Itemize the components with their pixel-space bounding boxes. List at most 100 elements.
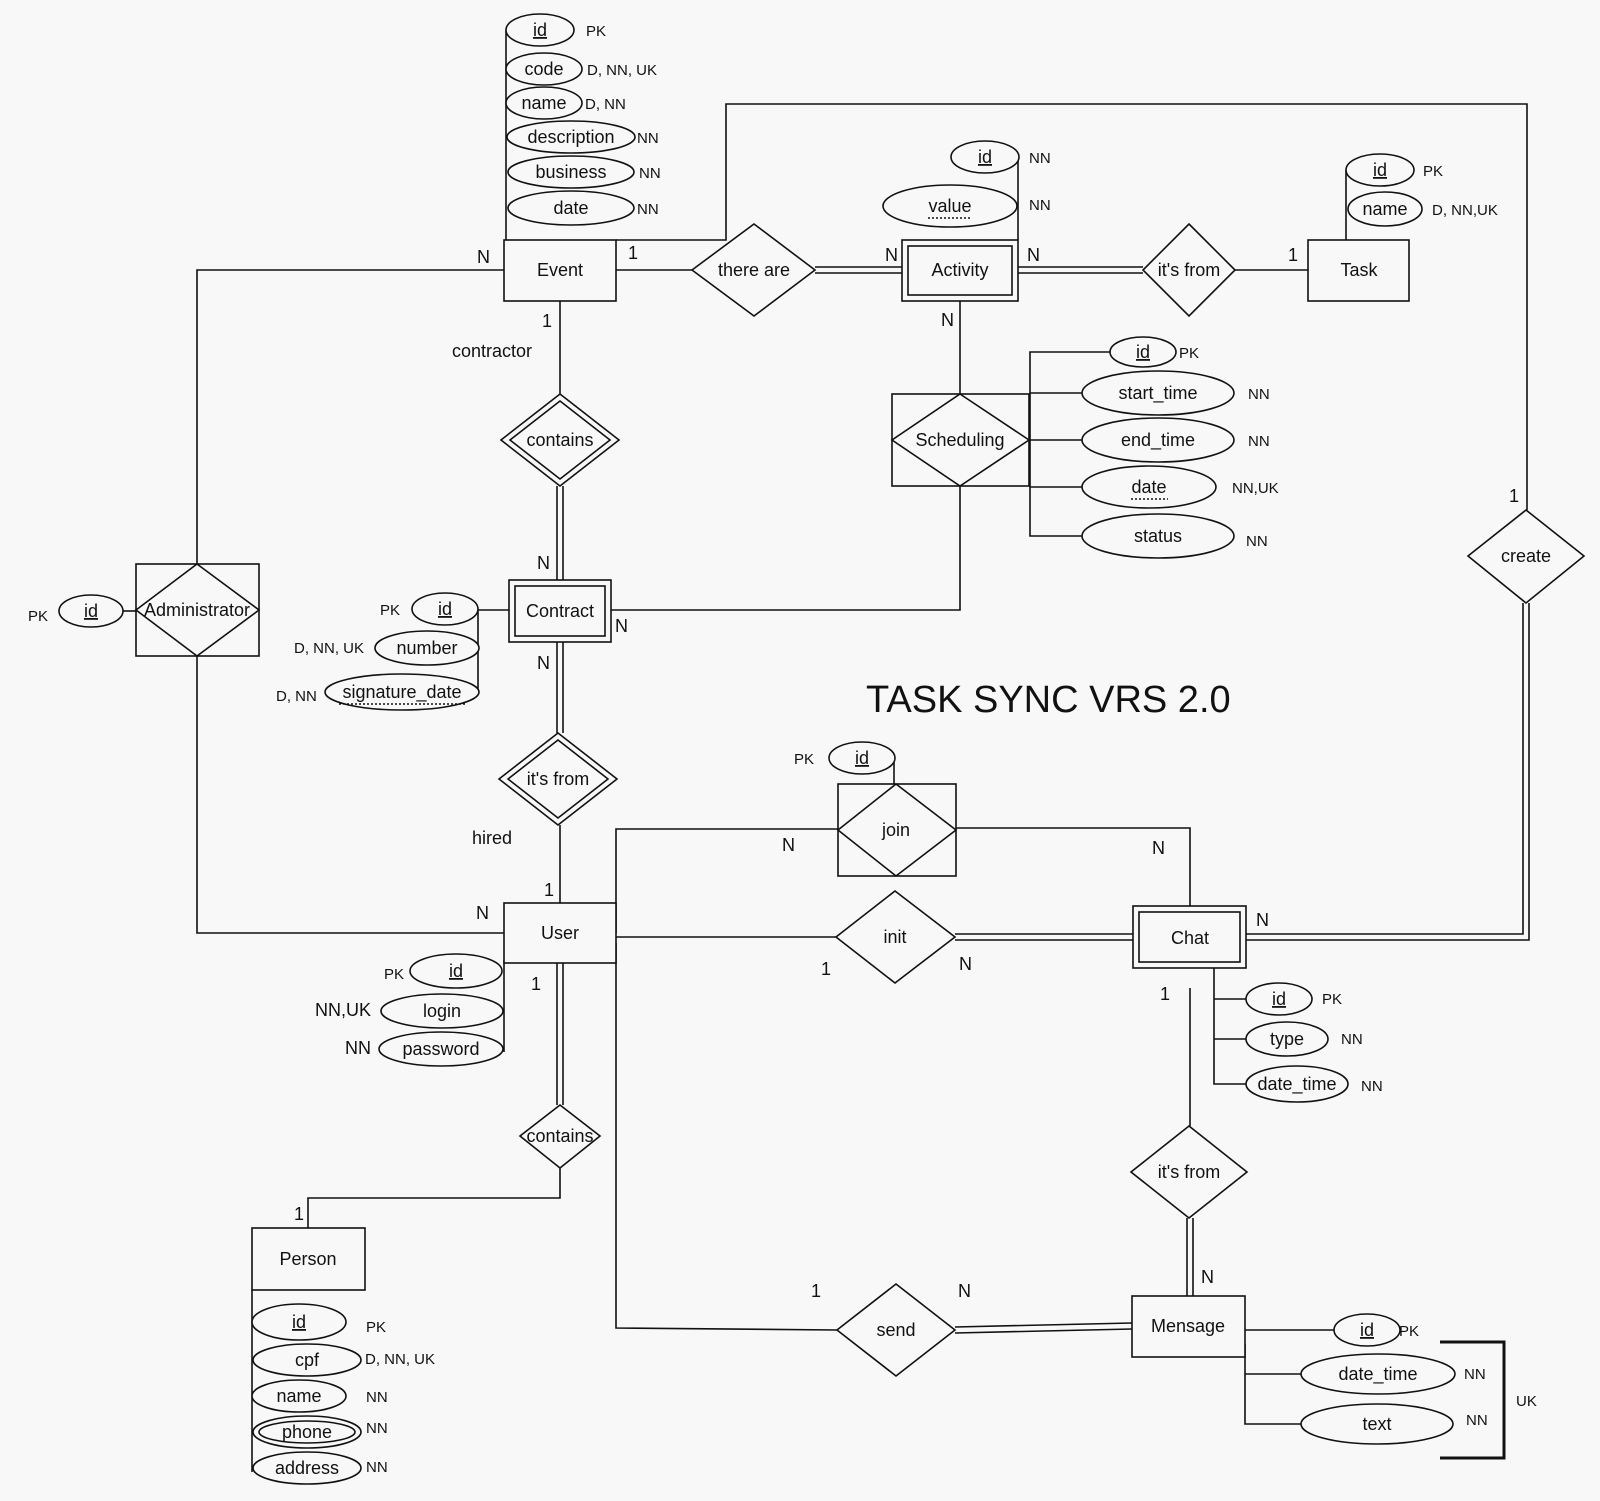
cardinality-label: 1 (531, 974, 541, 994)
cardinality-label: 1 (544, 880, 554, 900)
entity-label: Activity (931, 260, 988, 280)
entity-mensage: Mensage (1131, 1295, 1246, 1358)
role-label-hired: hired (472, 828, 512, 848)
entity-label: Mensage (1151, 1316, 1225, 1336)
attribute-name: date (1131, 477, 1166, 497)
relationship-its-from-chat: it's from (1129, 1124, 1249, 1220)
attribute-name: date_time (1338, 1364, 1417, 1385)
join-attributes: id PK (794, 741, 896, 775)
cardinality-label: N (1256, 910, 1269, 930)
attribute-name: password (402, 1039, 479, 1059)
entity-label: Event (537, 260, 583, 280)
cardinality-labels: 1 N N 1 N 1 N N N 1 N N N N 1 N N 1 1 1 … (294, 243, 1519, 1301)
attribute-constraint: NN (1246, 533, 1268, 550)
relationship-create: create (1466, 508, 1586, 605)
cardinality-label: 1 (811, 1281, 821, 1301)
relationship-label: it's from (1158, 1162, 1220, 1182)
cardinality-label: 1 (1288, 245, 1298, 265)
entity-label: Task (1340, 260, 1378, 280)
entity-label: Contract (526, 601, 594, 621)
attribute-name: business (535, 162, 606, 182)
attribute-constraint: PK (1322, 991, 1342, 1008)
attribute-constraint: NN (1466, 1412, 1488, 1429)
attribute-name: description (527, 127, 614, 147)
cardinality-label: 1 (628, 243, 638, 263)
attribute-name: address (275, 1458, 339, 1478)
attribute-constraint: PK (366, 1319, 386, 1336)
attribute-name: type (1270, 1029, 1304, 1049)
attribute-constraint: PK (1423, 163, 1443, 180)
entity-label: Person (279, 1249, 336, 1269)
cardinality-label: N (477, 247, 490, 267)
attribute-constraint: NN (1029, 150, 1051, 167)
entity-user: User (503, 902, 617, 964)
relationship-label: contains (526, 1126, 593, 1146)
attribute-name: name (1362, 199, 1407, 219)
attribute-constraint: NN (1248, 386, 1270, 403)
attribute-constraint: NN (637, 130, 659, 147)
attribute-name: id (978, 147, 992, 167)
entity-task: Task (1307, 239, 1410, 302)
attribute-constraint: D, NN (585, 96, 626, 113)
attribute-name: value (928, 196, 971, 216)
relationship-label: it's from (527, 769, 589, 789)
cardinality-label: N (476, 903, 489, 923)
attribute-constraint: PK (794, 751, 814, 768)
attribute-name: name (521, 93, 566, 113)
entity-activity: Activity (901, 239, 1019, 302)
attribute-constraint: NN (639, 165, 661, 182)
attribute-name: cpf (295, 1350, 320, 1370)
attribute-name: id (449, 961, 463, 981)
attribute-constraint: NN,UK (315, 1000, 371, 1020)
attribute-constraint: D, NN, UK (365, 1351, 435, 1368)
attribute-name: id (292, 1312, 306, 1332)
cardinality-label: N (537, 653, 550, 673)
attribute-constraint: NN (366, 1459, 388, 1476)
entity-contract: Contract (508, 579, 612, 643)
relationship-label: join (881, 820, 910, 840)
attribute-name: id (438, 599, 452, 619)
attribute-constraint: NN (1361, 1078, 1383, 1095)
administrator-attributes: id PK (28, 594, 124, 628)
cardinality-label: N (941, 310, 954, 330)
relationship-contains-contract: contains (499, 392, 621, 488)
cardinality-label: N (958, 1281, 971, 1301)
relationship-label: init (883, 927, 906, 947)
cardinality-label: N (885, 245, 898, 265)
attribute-constraint: NN (366, 1389, 388, 1406)
attribute-constraint: NN (345, 1038, 371, 1058)
attribute-constraint: NN (1029, 197, 1051, 214)
cardinality-label: 1 (542, 311, 552, 331)
cardinality-label: N (537, 553, 550, 573)
diagram-title: TASK SYNC VRS 2.0 (866, 679, 1231, 721)
attribute-name: end_time (1121, 430, 1195, 451)
cardinality-label: 1 (821, 959, 831, 979)
activity-attributes: id NN value NN (882, 140, 1051, 228)
attribute-constraint: PK (380, 602, 400, 619)
attribute-name: phone (282, 1422, 332, 1442)
attribute-name: date_time (1257, 1074, 1336, 1095)
attribute-constraint: PK (384, 966, 404, 983)
attribute-constraint: NN (637, 201, 659, 218)
entity-label: User (541, 923, 579, 943)
cardinality-label: N (615, 616, 628, 636)
attribute-name: id (1373, 160, 1387, 180)
attribute-name: id (533, 20, 547, 40)
task-attributes: id PK name D, NN,UK (1345, 153, 1498, 227)
relationship-label: there are (718, 260, 790, 280)
attribute-constraint: D, NN, UK (294, 640, 364, 657)
attribute-constraint: PK (1179, 345, 1199, 362)
connector-lines (123, 30, 1530, 1472)
attribute-name: id (855, 748, 869, 768)
role-label-contractor: contractor (452, 341, 532, 361)
entity-chat: Chat (1132, 905, 1247, 969)
scheduling-attributes: id PK start_time NN end_time NN date NN,… (1081, 336, 1279, 559)
attribute-constraint: PK (1399, 1323, 1419, 1340)
attribute-name: id (1272, 989, 1286, 1009)
relationship-label: it's from (1158, 260, 1220, 280)
attribute-constraint: NN,UK (1232, 480, 1279, 497)
entity-event: Event (503, 239, 617, 302)
attribute-name: date (553, 198, 588, 218)
chat-attributes: id PK type NN date_time NN (1245, 982, 1383, 1103)
